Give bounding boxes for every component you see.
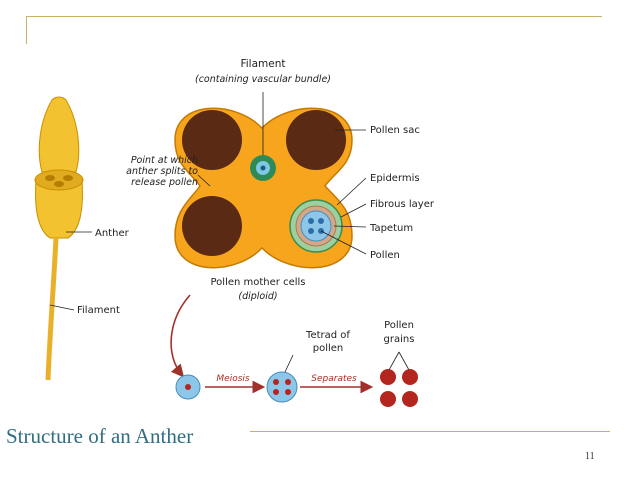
pollen-grain bbox=[402, 369, 418, 385]
label-tetrad-2: pollen bbox=[313, 343, 344, 354]
label-point-split-2: anther splits to bbox=[126, 166, 198, 177]
label-filament-top: Filament bbox=[240, 58, 285, 70]
label-epidermis: Epidermis bbox=[370, 173, 420, 184]
frame-top-line bbox=[26, 16, 602, 17]
pollen-sac-top-left bbox=[182, 110, 242, 170]
frame-left-line bbox=[26, 16, 27, 44]
stamen-illustration bbox=[34, 96, 84, 381]
label-filament-top-sub: (containing vascular bundle) bbox=[195, 74, 331, 85]
pollen-grain bbox=[380, 391, 396, 407]
leader-lines bbox=[49, 92, 367, 311]
page-number: 11 bbox=[585, 451, 595, 462]
label-diploid: (diploid) bbox=[238, 291, 277, 302]
meiosis-pathway bbox=[170, 294, 418, 407]
anther-lobes bbox=[35, 179, 83, 239]
stamen-filament bbox=[45, 237, 59, 381]
label-pollen: Pollen bbox=[370, 250, 400, 261]
anther-top-opening bbox=[34, 169, 84, 191]
label-meiosis: Meiosis bbox=[216, 374, 249, 384]
pollen-grain bbox=[380, 369, 396, 385]
label-pollen-mother-cells: Pollen mother cells bbox=[211, 277, 306, 288]
pollen-sac-bottom-left bbox=[182, 196, 242, 256]
frame-bottom-line bbox=[250, 431, 610, 432]
label-filament-left: Filament bbox=[77, 305, 120, 316]
label-pollen-grains-2: grains bbox=[384, 334, 415, 345]
label-pollen-sac: Pollen sac bbox=[370, 125, 420, 136]
anther-tip bbox=[38, 96, 80, 173]
curved-arrow bbox=[170, 294, 191, 378]
label-separates: Separates bbox=[311, 374, 357, 384]
pollen-sac-top-right bbox=[286, 110, 346, 170]
tetrad-cell bbox=[266, 371, 298, 403]
label-pollen-grains-1: Pollen bbox=[384, 320, 414, 331]
anther-cross-section bbox=[174, 107, 353, 269]
pollen-grain bbox=[402, 391, 418, 407]
label-point-split-1: Point at which bbox=[131, 155, 198, 166]
label-tapetum: Tapetum bbox=[369, 223, 413, 234]
slide-title: Structure of an Anther bbox=[6, 424, 194, 448]
label-tetrad-1: Tetrad of bbox=[305, 330, 350, 341]
label-point-split-3: release pollen bbox=[131, 177, 198, 188]
label-anther: Anther bbox=[95, 228, 130, 239]
pollen-sac-tapetum bbox=[300, 210, 332, 242]
label-fibrous-layer: Fibrous layer bbox=[370, 199, 435, 210]
